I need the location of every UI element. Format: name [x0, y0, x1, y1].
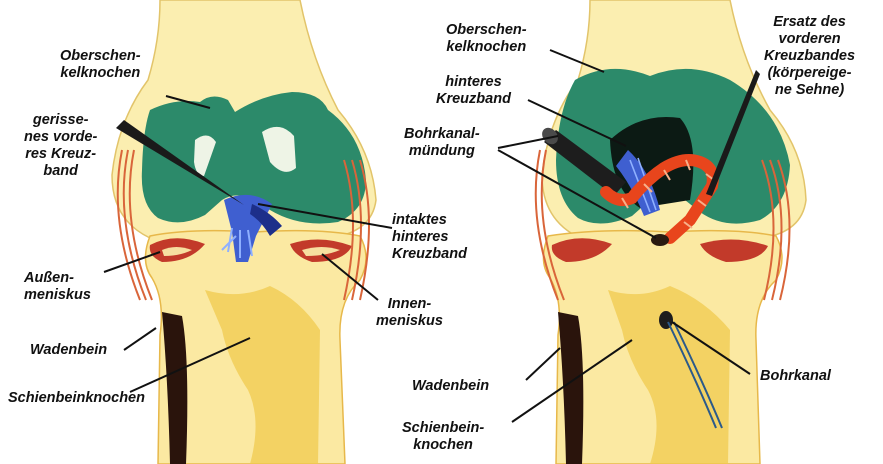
label-right-pcl: hinteres Kreuzband [436, 74, 511, 108]
label-right-femur: Oberschen- kelknochen [446, 22, 527, 56]
label-left-fibula: Wadenbein [30, 342, 107, 359]
label-right-tunnel-mouth: Bohrkanal- mündung [404, 126, 480, 160]
leader-left-fibula [124, 328, 156, 350]
label-left-femur: Oberschen- kelknochen [60, 48, 141, 82]
label-left-lateral-meniscus: Außen- meniskus [24, 270, 91, 304]
label-left-medial-meniscus: Innen- meniskus [376, 296, 443, 330]
leader-right-fibula [526, 348, 560, 380]
label-left-intact-pcl: intaktes hinteres Kreuzband [392, 212, 467, 263]
label-left-tibia: Schienbeinknochen [8, 390, 145, 407]
label-right-tibia: Schienbein- knochen [402, 420, 484, 454]
label-left-torn-acl: gerisse- nes vorde- res Kreuz- band [24, 112, 97, 180]
label-right-tunnel: Bohrkanal [760, 368, 831, 385]
label-right-fibula: Wadenbein [412, 378, 489, 395]
left-knee [112, 0, 376, 464]
label-right-graft: Ersatz des vorderen Kreuzbandes (körpere… [764, 14, 855, 99]
